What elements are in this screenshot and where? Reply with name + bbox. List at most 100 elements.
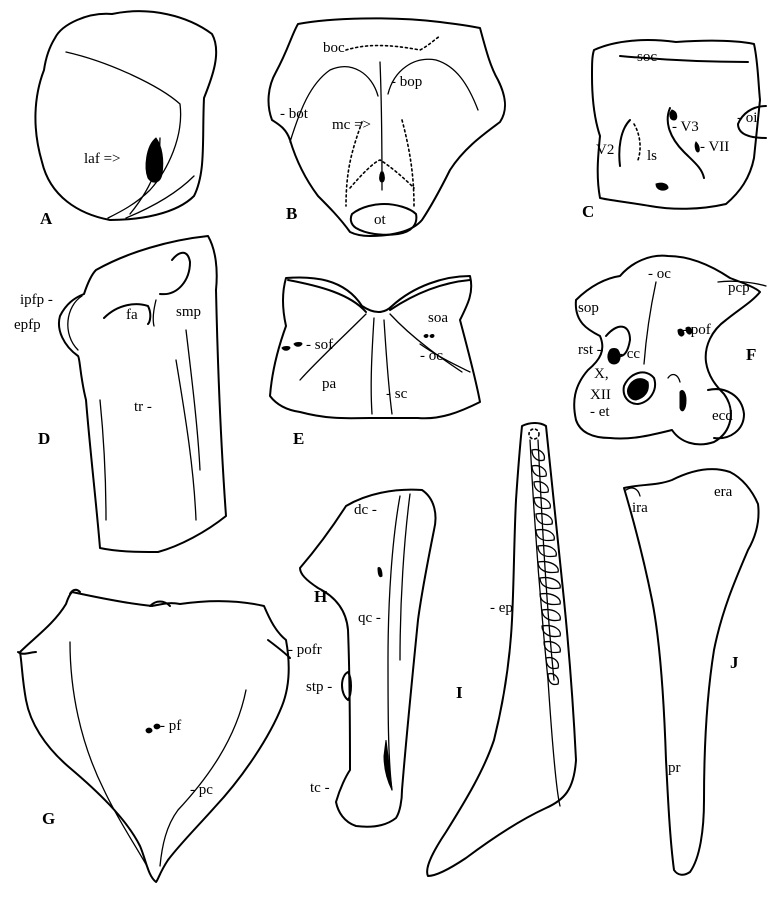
panel-e-outline bbox=[270, 276, 480, 418]
panel-e-sof-dot-1 bbox=[282, 347, 290, 351]
panel-e-sc bbox=[371, 318, 374, 414]
panel-c-v2-dots bbox=[634, 124, 640, 160]
tooth bbox=[540, 578, 560, 589]
panel-h-shaft-line-2 bbox=[400, 494, 410, 660]
panel-a-outline bbox=[35, 11, 216, 220]
panel-e-oc-dot-1 bbox=[424, 335, 428, 338]
panel-d-ridge-1 bbox=[176, 360, 196, 520]
panel-c-label-oi: - oi bbox=[737, 110, 757, 126]
panel-i-teeth bbox=[532, 450, 560, 685]
panel-g-outline bbox=[20, 592, 289, 882]
panel-e-letter: E bbox=[293, 429, 304, 448]
panel-e: soa - sof - oc pa - sc E bbox=[270, 276, 480, 448]
panel-c-letter: C bbox=[582, 202, 594, 221]
panel-f-xxii-fill bbox=[627, 379, 648, 400]
panel-d-outline bbox=[59, 236, 226, 552]
panel-f-hook bbox=[668, 375, 680, 382]
panel-d-label-smp: smp bbox=[176, 304, 201, 320]
panel-e-sof-dot-2 bbox=[294, 343, 302, 347]
tooth bbox=[542, 610, 560, 621]
panel-e-label-soa: soa bbox=[428, 310, 448, 326]
panel-c-label-vii: - VII bbox=[700, 139, 729, 155]
panel-b-letter: B bbox=[286, 204, 297, 223]
panel-f: - oc pcp sop - pof rst - - cc X, XII - e… bbox=[574, 256, 766, 445]
panel-b-dots-right bbox=[402, 120, 414, 206]
panel-b-label-ot: ot bbox=[374, 212, 387, 228]
panel-f-label-ecd: ecd bbox=[712, 408, 733, 424]
panel-f-oc-line bbox=[644, 282, 656, 364]
panel-a-label-laf: laf => bbox=[84, 151, 121, 167]
tooth bbox=[536, 530, 554, 541]
panel-f-label-oc: - oc bbox=[648, 266, 671, 282]
tooth bbox=[544, 642, 560, 653]
panel-c-label-ls: ls bbox=[647, 148, 657, 164]
panel-f-label-x: X, bbox=[594, 366, 609, 382]
tooth bbox=[536, 514, 552, 525]
panel-c-label-v2: V2 bbox=[596, 142, 614, 158]
panel-g-left-notch bbox=[18, 652, 36, 654]
panel-h-foramen bbox=[378, 567, 382, 576]
panel-b-dots-left bbox=[346, 122, 362, 206]
panel-g-label-pc: - pc bbox=[190, 782, 213, 798]
panel-b-label-bop: - bop bbox=[391, 74, 422, 90]
panel-i-outline bbox=[427, 423, 576, 876]
panel-h: dc - qc - stp - tc - H bbox=[300, 490, 436, 827]
panel-d-ridge-2 bbox=[186, 330, 200, 470]
panel-g: - pofr - pf - pc G bbox=[18, 590, 322, 882]
panel-d-ridge-3 bbox=[100, 400, 106, 520]
panel-h-label-tc: tc - bbox=[310, 780, 330, 796]
panel-a-letter: A bbox=[40, 209, 53, 228]
panel-f-label-rst: rst - bbox=[578, 342, 602, 358]
panel-g-left-ridge bbox=[70, 642, 148, 868]
panel-b: boc - bop - bot mc => ot B bbox=[269, 18, 506, 236]
panel-c-vii-dot bbox=[695, 142, 699, 152]
tooth bbox=[538, 562, 558, 573]
panel-d-smp-arc bbox=[160, 253, 190, 294]
panel-b-foramen bbox=[380, 172, 385, 182]
tooth bbox=[542, 626, 560, 637]
panel-i-label-ep: - ep bbox=[490, 600, 513, 616]
panel-d-epfp-knob bbox=[68, 296, 82, 350]
panel-j-label-ira: ira bbox=[632, 500, 648, 516]
panel-f-label-pcp: pcp bbox=[728, 280, 750, 296]
panel-j: ira era pr J bbox=[624, 469, 759, 875]
panel-g-label-pf: - pf bbox=[160, 718, 181, 734]
panel-d-letter: D bbox=[38, 429, 50, 448]
panel-b-midline bbox=[380, 62, 382, 190]
panel-b-label-bot: - bot bbox=[280, 106, 309, 122]
panel-h-qc-black bbox=[384, 740, 392, 790]
tooth bbox=[538, 546, 556, 557]
panel-d: ipfp - epfp fa smp tr - D bbox=[14, 236, 226, 552]
panel-g-label-pofr: - pofr bbox=[288, 642, 322, 658]
panel-f-label-sop: sop bbox=[578, 300, 599, 316]
panel-c-label-v3: - V3 bbox=[672, 119, 699, 135]
panel-f-label-pof: - pof bbox=[682, 322, 711, 338]
panel-f-label-xii: XII bbox=[590, 387, 611, 403]
panel-j-letter: J bbox=[730, 653, 739, 672]
panel-f-label-et: - et bbox=[590, 404, 610, 420]
panel-e-label-pa: pa bbox=[322, 376, 337, 392]
panel-d-label-fa: fa bbox=[126, 307, 138, 323]
panel-g-pf-1 bbox=[146, 728, 152, 733]
panel-f-letter: F bbox=[746, 345, 756, 364]
panel-d-smp-inner bbox=[153, 300, 156, 326]
panel-f-et-mark bbox=[680, 390, 686, 410]
panel-a: laf => A bbox=[35, 11, 216, 228]
tooth bbox=[540, 594, 560, 605]
panel-d-label-epfp: epfp bbox=[14, 317, 41, 333]
panel-h-label-qc: qc - bbox=[358, 610, 381, 626]
panel-j-ira-arc bbox=[626, 488, 640, 496]
panel-e-label-sc: - sc bbox=[386, 386, 408, 402]
panel-i: - ep I bbox=[427, 423, 576, 876]
panel-h-letter: H bbox=[314, 587, 327, 606]
panel-j-label-pr: pr bbox=[668, 760, 681, 776]
panel-i-letter: I bbox=[456, 683, 463, 702]
panel-e-label-sof: - sof bbox=[306, 337, 333, 353]
panel-e-oc-dot-2 bbox=[430, 335, 434, 338]
panel-c-v2-arc bbox=[619, 120, 630, 166]
panel-e-right-arc bbox=[390, 280, 470, 310]
panel-a-fossa-rim-2 bbox=[126, 176, 194, 218]
panel-i-toothrow bbox=[530, 440, 560, 806]
panel-a-inner-ridge bbox=[66, 52, 181, 218]
